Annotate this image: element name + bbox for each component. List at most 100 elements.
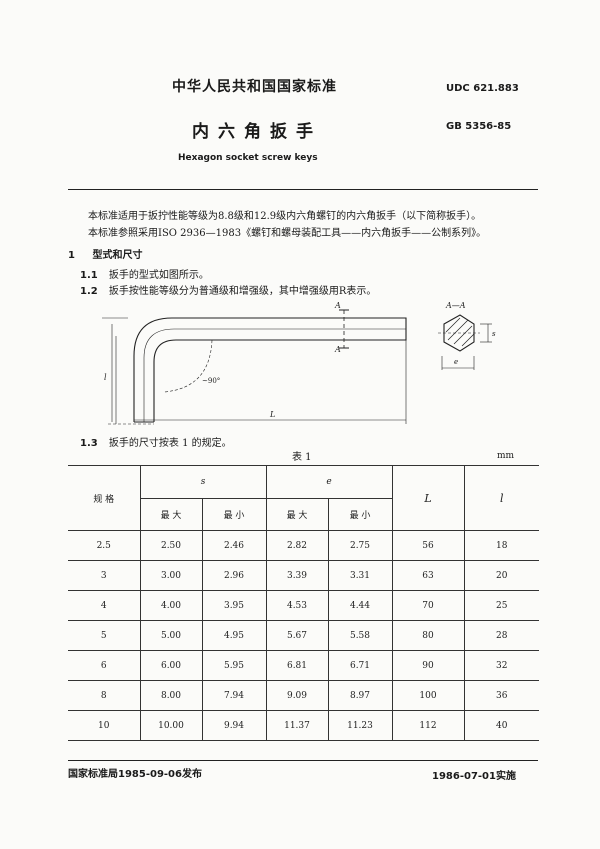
table-cell: 80 <box>391 620 465 651</box>
table-cell: 3 <box>68 560 141 591</box>
table-cell: 10.00 <box>139 710 203 741</box>
table-cell: 11.23 <box>327 710 393 741</box>
table-cell: 2.50 <box>139 530 203 561</box>
table-cell: 90 <box>391 650 465 681</box>
clause-1-3: 1.3 扳手的尺寸按表 1 的规定。 <box>80 434 232 449</box>
issued-date: 国家标准局1985-09-06发布 <box>68 769 202 780</box>
header-l: l <box>463 465 539 531</box>
table-cell: 3.95 <box>201 590 267 621</box>
table-caption: 表 1 <box>292 452 312 463</box>
table-cell: 2.82 <box>265 530 329 561</box>
hex-key-drawing: A A A—A ~90° L l s e <box>102 301 496 425</box>
header-e: e <box>265 465 393 499</box>
table-cell: 4.53 <box>265 590 329 621</box>
standard-number: GB 5356-85 <box>446 121 512 132</box>
clause-text: 扳手按性能等级分为普通级和增强级，其中增强级用R表示。 <box>108 286 377 297</box>
dimension-e-label: e <box>454 358 458 366</box>
table-cell: 6.71 <box>327 650 393 681</box>
table-cell: 8.97 <box>327 680 393 711</box>
section-mark-top: A <box>334 301 341 310</box>
clause-1-2: 1.2 扳手按性能等级分为普通级和增强级，其中增强级用R表示。 <box>80 282 376 297</box>
clause-1-1: 1.1 扳手的型式如图所示。 <box>80 266 209 281</box>
table-cell: 2.46 <box>201 530 267 561</box>
table-cell: 6.00 <box>139 650 203 681</box>
table-cell: 20 <box>463 560 539 591</box>
header-s: s <box>139 465 267 499</box>
effective-date: 1986-07-01实施 <box>432 771 516 782</box>
table-cell: 2.96 <box>201 560 267 591</box>
intro-paragraph-2: 本标准参照采用ISO 2936—1983《螺钉和螺母装配工具——内六角扳手——公… <box>88 228 487 239</box>
angle-label: ~90° <box>202 377 220 385</box>
issuing-authority: 中华人民共和国国家标准 <box>172 79 337 95</box>
header-e-min: 最 小 <box>327 498 393 531</box>
section-number: 1 <box>68 250 75 261</box>
table-cell: 3.39 <box>265 560 329 591</box>
dimension-s-label: s <box>492 330 496 338</box>
header-s-min: 最 小 <box>201 498 267 531</box>
dimension-L-label: L <box>269 410 275 419</box>
clause-number: 1.3 <box>80 438 98 449</box>
table-cell: 9.94 <box>201 710 267 741</box>
table-cell: 6 <box>68 650 141 681</box>
table-cell: 63 <box>391 560 465 591</box>
table-cell: 4.95 <box>201 620 267 651</box>
table-cell: 28 <box>463 620 539 651</box>
table-cell: 36 <box>463 680 539 711</box>
table-cell: 8 <box>68 680 141 711</box>
table-cell: 7.94 <box>201 680 267 711</box>
clause-text: 扳手的型式如图所示。 <box>108 270 209 281</box>
section-title: 型式和尺寸 <box>92 250 143 261</box>
table-cell: 9.09 <box>265 680 329 711</box>
section-mark-bottom: A <box>334 345 341 354</box>
footer-rule <box>68 760 538 761</box>
header-rule <box>68 189 538 190</box>
table-cell: 32 <box>463 650 539 681</box>
header-e-max: 最 大 <box>265 498 329 531</box>
table-cell: 2.5 <box>68 530 141 561</box>
table-cell: 3.31 <box>327 560 393 591</box>
table-cell: 5.00 <box>139 620 203 651</box>
table-cell: 2.75 <box>327 530 393 561</box>
table-cell: 4.44 <box>327 590 393 621</box>
table-cell: 6.81 <box>265 650 329 681</box>
table-cell: 18 <box>463 530 539 561</box>
table-cell: 112 <box>391 710 465 741</box>
table-cell: 70 <box>391 590 465 621</box>
table-cell: 5.58 <box>327 620 393 651</box>
header-L: L <box>391 465 465 531</box>
table-cell: 3.00 <box>139 560 203 591</box>
table-cell: 5 <box>68 620 141 651</box>
table-cell: 5.95 <box>201 650 267 681</box>
document-title: 内六角扳手 <box>192 122 322 142</box>
dimension-l-label: l <box>104 373 107 382</box>
table-cell: 11.37 <box>265 710 329 741</box>
intro-paragraph-1: 本标准适用于扳拧性能等级为8.8级和12.9级内六角螺钉的内六角扳手（以下简称扳… <box>88 211 482 222</box>
udc-code: UDC 621.883 <box>446 83 519 94</box>
section-1-heading: 1 型式和尺寸 <box>68 246 142 261</box>
table-cell: 5.67 <box>265 620 329 651</box>
table-unit: mm <box>497 451 515 461</box>
english-title: Hexagon socket screw keys <box>178 153 318 163</box>
header-spec: 规 格 <box>68 465 141 531</box>
table-cell: 8.00 <box>139 680 203 711</box>
table-cell: 4 <box>68 590 141 621</box>
table-cell: 100 <box>391 680 465 711</box>
clause-text: 扳手的尺寸按表 1 的规定。 <box>108 438 232 449</box>
header-s-max: 最 大 <box>139 498 203 531</box>
clause-number: 1.1 <box>80 270 98 281</box>
table-cell: 25 <box>463 590 539 621</box>
table-cell: 10 <box>68 710 141 741</box>
table-cell: 4.00 <box>139 590 203 621</box>
clause-number: 1.2 <box>80 286 98 297</box>
table-cell: 40 <box>463 710 539 741</box>
table-cell: 56 <box>391 530 465 561</box>
section-view-label: A—A <box>445 301 466 310</box>
